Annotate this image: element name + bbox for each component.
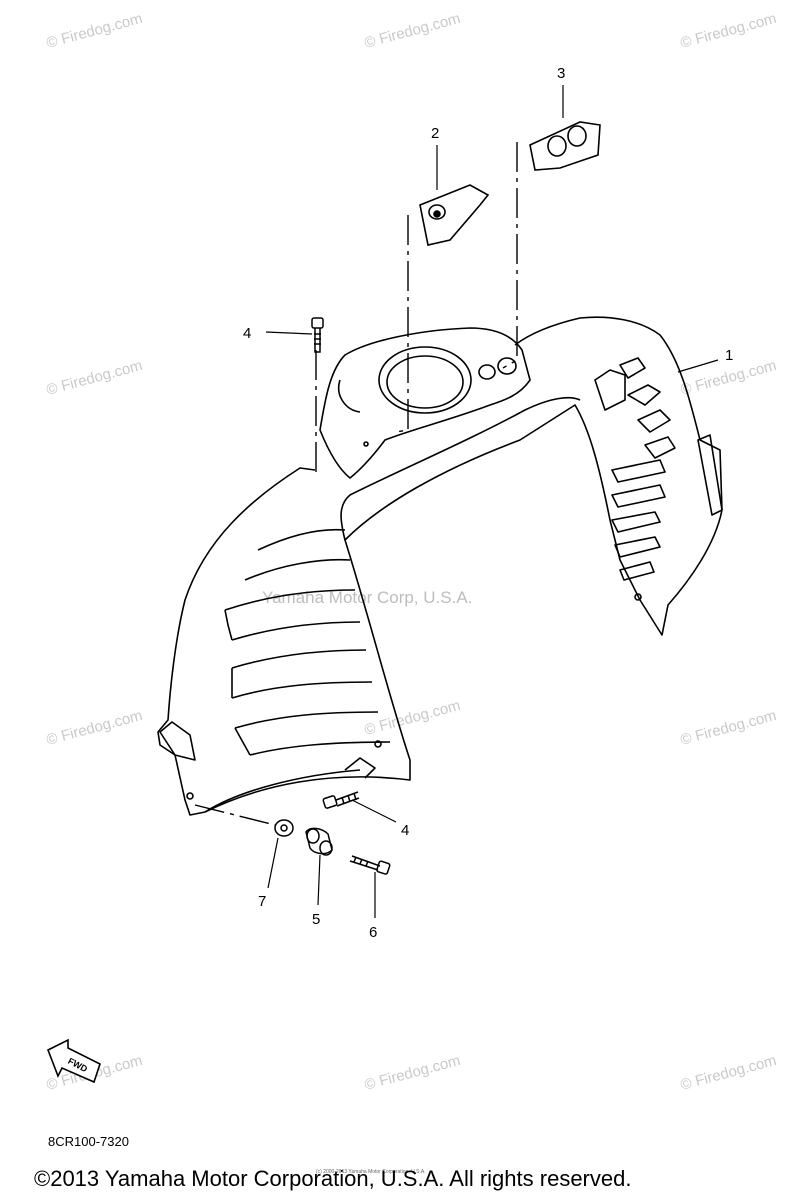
assembly-lines	[194, 142, 518, 826]
watermark-yamaha-center: Yamaha Motor Corp, U.S.A.	[262, 588, 472, 607]
callout-3: 3	[557, 65, 565, 82]
callout-4-bottom: 4	[401, 822, 409, 839]
callouts: 1 2 3 4 4 5 6 7	[243, 65, 733, 941]
watermark-bottom-right: © Firedog.com	[679, 1052, 779, 1094]
watermark-bottom-center: © Firedog.com	[363, 1052, 463, 1094]
watermark-low-center: © Firedog.com	[363, 697, 463, 739]
watermark-top-right: © Firedog.com	[679, 10, 779, 52]
diagram-part-code: 8CR100-7320	[48, 1134, 129, 1149]
part-3-plate	[529, 121, 601, 171]
part-4-bolt-bottom	[322, 791, 360, 809]
callout-5: 5	[312, 911, 320, 928]
fwd-arrow: FWD	[46, 1038, 101, 1084]
part-4-bolt-top	[311, 317, 324, 353]
part-7-washer	[274, 819, 294, 837]
part-6-bolt	[349, 855, 391, 875]
callout-1: 1	[725, 347, 733, 364]
watermark-low-right: © Firedog.com	[679, 707, 779, 749]
tiny-copyright-notice: (c) 2000-2013 Yamaha Motor Corporation, …	[316, 1169, 426, 1175]
callout-2: 2	[431, 125, 439, 142]
callout-7: 7	[258, 893, 266, 910]
watermark-top-center: © Firedog.com	[363, 10, 463, 52]
callout-4-top: 4	[243, 325, 251, 342]
callout-6: 6	[369, 924, 377, 941]
part-1-inner-panel	[157, 316, 723, 816]
watermark-low-left: © Firedog.com	[45, 707, 145, 749]
watermark-top-left: © Firedog.com	[45, 10, 145, 52]
copyright-footer: ©2013 Yamaha Motor Corporation, U.S.A. A…	[34, 1166, 632, 1191]
watermark-mid-left: © Firedog.com	[45, 357, 145, 399]
leader-lines	[265, 85, 719, 918]
part-2-bracket	[419, 184, 490, 246]
watermarks: © Firedog.com © Firedog.com © Firedog.co…	[45, 10, 779, 1094]
part-5-grommet	[305, 827, 333, 856]
